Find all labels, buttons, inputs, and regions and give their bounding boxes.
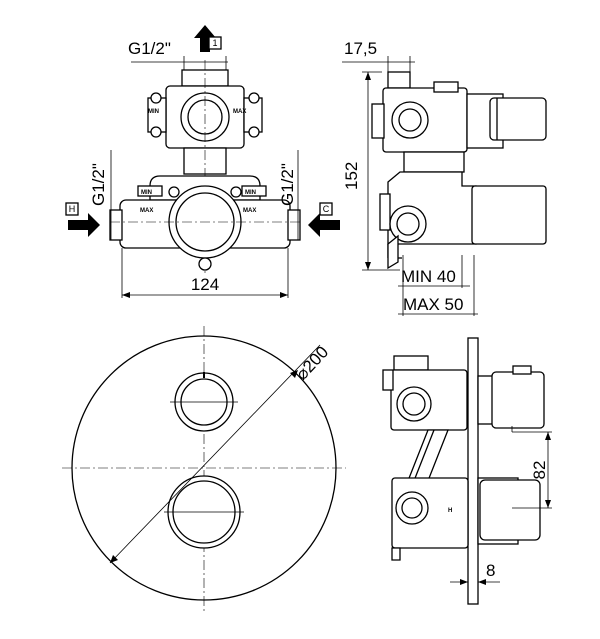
hot-marker-box (65, 202, 79, 216)
width-dimension-label: 124 (191, 275, 219, 294)
right-inlet-thread-label: G1/2" (278, 163, 297, 206)
valve-body-front-view: 1 G1/2" MIN MAX MIN MIN (65, 25, 340, 298)
assembled-side-view: H 82 8 (382, 337, 552, 605)
height-dimension-label: 152 (342, 162, 361, 190)
diameter-dimension-label: ⌀200 (292, 343, 332, 384)
lower-min-right-label: MIN (245, 190, 256, 196)
lower-min-left-label: MIN (141, 190, 152, 196)
valve-body-side-view: 17,5 152 (342, 39, 547, 316)
cold-marker-label: C (323, 204, 330, 214)
min-depth-label: MIN 40 (401, 267, 456, 286)
depth-dimension-label: 17,5 (344, 39, 377, 58)
cold-inlet-arrow-icon (308, 213, 340, 237)
cold-marker-box (319, 202, 333, 216)
hot-marker-label: H (69, 204, 76, 214)
left-inlet-thread-label: G1/2" (89, 163, 108, 206)
plate-thickness-label: 8 (486, 561, 495, 580)
lower-max-left-label: MAX (140, 208, 153, 214)
outlet-thread-label: G1/2" (128, 39, 171, 58)
outlet-marker-box (208, 36, 222, 50)
spacing-dimension-label: 82 (530, 461, 549, 480)
outlet-arrow-icon (194, 25, 216, 52)
max-depth-label: MAX 50 (403, 295, 463, 314)
assembled-valve-mark: H (448, 508, 452, 514)
outlet-marker-label: 1 (212, 38, 217, 48)
upper-max-label: MAX (233, 109, 246, 115)
cover-plate-front-view: ⌀200 (62, 326, 346, 612)
upper-min-label: MIN (148, 109, 159, 115)
lower-max-right-label: MAX (243, 208, 256, 214)
hot-inlet-arrow-icon (68, 213, 100, 237)
